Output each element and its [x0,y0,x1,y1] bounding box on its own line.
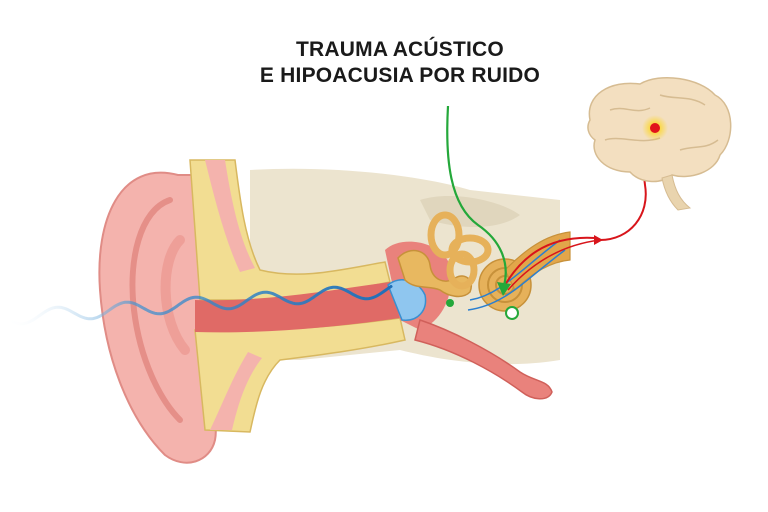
signal-arrowhead [594,235,603,245]
brain [588,78,731,210]
oval-window [446,299,454,307]
auditory-cortex-spot [650,123,660,133]
round-window [506,307,518,319]
